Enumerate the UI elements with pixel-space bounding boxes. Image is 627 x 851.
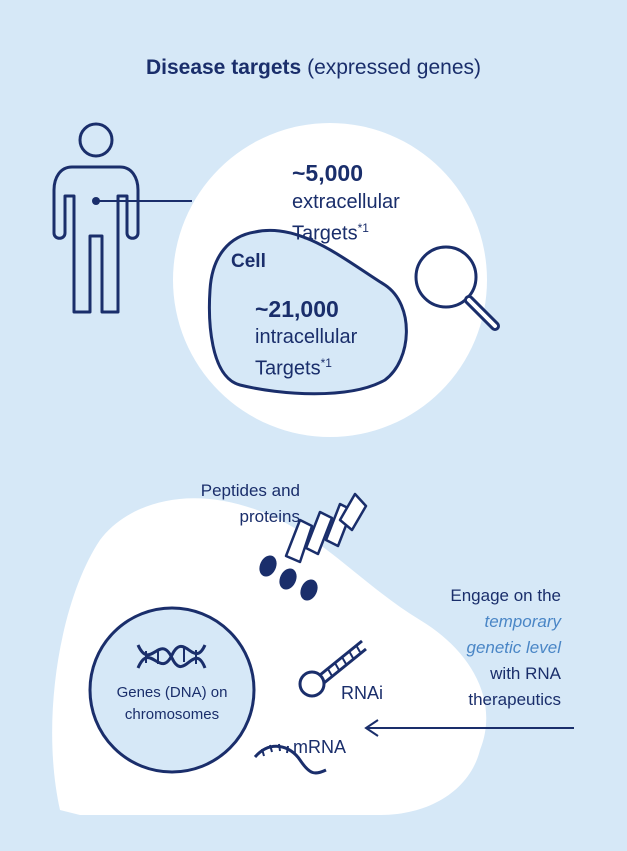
rnai-hairpin-icon — [298, 639, 367, 698]
title-bold: Disease targets — [145, 56, 302, 79]
engage-accent1: temporary — [484, 612, 561, 631]
title-normal: (expressed genes) — [307, 56, 482, 79]
extracellular-label: extracellular — [292, 191, 400, 213]
peptides-line2: proteins — [239, 507, 300, 526]
cell-shape — [207, 229, 408, 396]
extracellular-targets-text: Targets — [292, 222, 358, 245]
magnifier-icon — [414, 245, 500, 331]
cell-label: Cell — [231, 251, 266, 272]
nucleus-circle — [88, 606, 256, 774]
engage-line4: therapeutics — [468, 690, 561, 709]
mrna-strand-icon — [253, 743, 327, 775]
engage-line3: with RNA — [490, 664, 561, 683]
engage-line1: Engage on the — [450, 586, 561, 605]
peptides-label: Peptides and proteins — [170, 478, 300, 530]
intracellular-footnote: *1 — [320, 356, 332, 370]
genes-line2: chromosomes — [124, 706, 220, 723]
mrna-label: mRNA — [293, 737, 346, 757]
extracellular-targets: Targets*1 — [292, 215, 369, 247]
intracellular-label: intracellular — [255, 326, 358, 348]
genes-label: Genes (DNA) on chromosomes — [100, 682, 244, 726]
engage-accent2: genetic level — [466, 638, 561, 657]
engage-text: Engage on the temporary genetic level wi… — [400, 583, 561, 713]
extracellular-count: ~5,000 — [292, 160, 363, 186]
extracellular-footnote: *1 — [357, 221, 369, 235]
page-title: Disease targets (expressed genes) — [0, 56, 627, 80]
peptides-line1: Peptides and — [200, 481, 300, 500]
intracellular-targets-text: Targets — [255, 357, 321, 380]
intracellular-targets: Targets*1 — [255, 350, 332, 382]
rnai-label: RNAi — [341, 683, 384, 703]
intracellular-count: ~21,000 — [255, 296, 339, 322]
dna-icon — [136, 644, 207, 669]
person-icon — [52, 122, 140, 314]
protein-dots — [259, 555, 318, 601]
genes-line1: Genes (DNA) on — [116, 684, 228, 701]
arrow-left-icon — [364, 719, 574, 737]
protein-helix-icon — [284, 492, 368, 564]
